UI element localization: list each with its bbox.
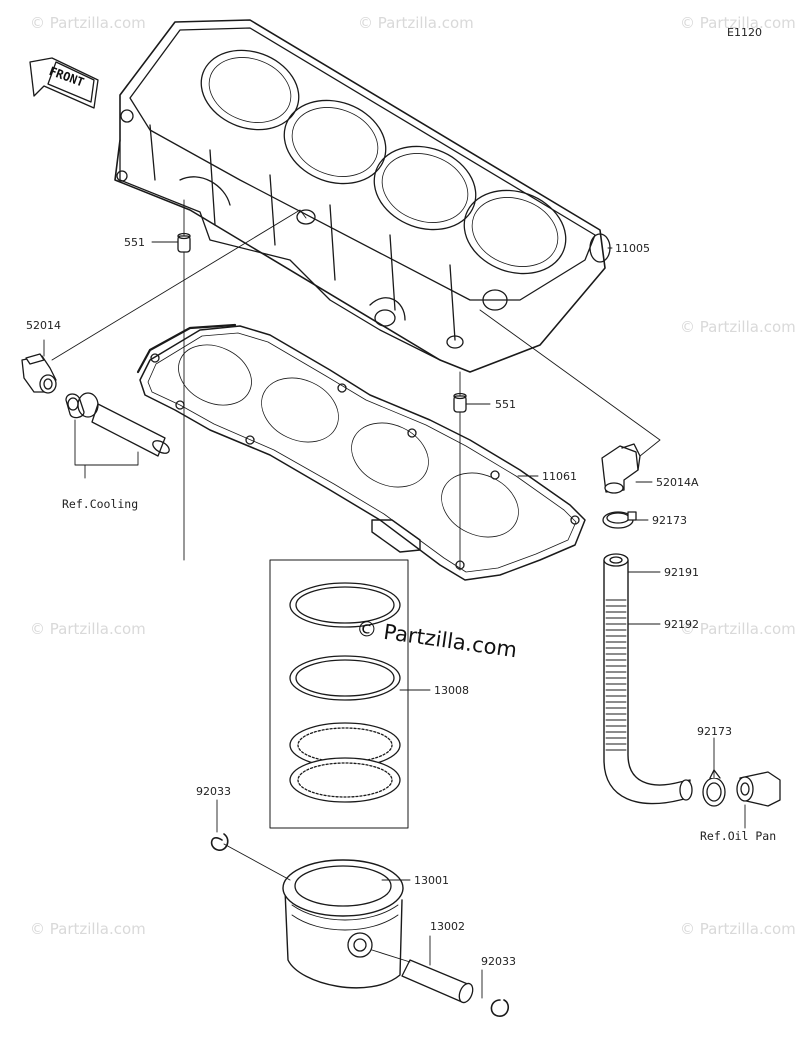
front-arrow-icon	[29, 57, 99, 109]
ring-set-box	[269, 559, 409, 829]
fitting-52014a	[601, 443, 641, 494]
watermark-top-center: © Partzilla.com	[358, 14, 474, 32]
part-label-13002[interactable]: 13002	[430, 920, 465, 933]
diagram-code: E1120	[727, 26, 762, 39]
piston-pin	[401, 959, 474, 1004]
hose-clamp-92173-top	[602, 511, 637, 529]
part-label-551-top[interactable]: 551	[124, 236, 145, 249]
part-label-13001[interactable]: 13001	[414, 874, 449, 887]
piston	[282, 859, 404, 989]
part-label-92192[interactable]: 92192	[664, 618, 699, 631]
ref-oil-pan-label: Ref.Oil Pan	[700, 829, 777, 843]
cooling-hose	[65, 392, 170, 457]
part-label-92033-lower[interactable]: 92033	[481, 955, 516, 968]
part-label-92173-top[interactable]: 92173	[652, 514, 687, 527]
part-label-92191[interactable]: 92191	[664, 566, 699, 579]
part-label-52014[interactable]: 52014	[26, 319, 61, 332]
part-label-92033-upper[interactable]: 92033	[196, 785, 231, 798]
oil-hose	[603, 553, 693, 805]
part-label-11005[interactable]: 11005	[615, 242, 650, 255]
part-label-11061[interactable]: 11061	[542, 470, 577, 483]
oil-pan-fitting	[736, 771, 781, 807]
circlip-92033-upper	[210, 833, 229, 851]
part-label-52014a[interactable]: 52014A	[656, 476, 699, 489]
watermark-mid-right-2: © Partzilla.com	[680, 620, 796, 638]
oil-ring-bottom	[289, 757, 401, 803]
watermark-mid-left: © Partzilla.com	[30, 620, 146, 638]
watermark-top-left: © Partzilla.com	[30, 14, 146, 32]
part-label-551-mid[interactable]: 551	[495, 398, 516, 411]
piston-ring-second	[289, 655, 401, 701]
piston-ring-top	[289, 582, 401, 628]
watermark-bottom-right: © Partzilla.com	[680, 920, 796, 938]
circlip-92033-lower	[490, 999, 510, 1017]
leader-lines	[43, 199, 715, 999]
cylinder-gasket	[136, 323, 586, 581]
watermark-top-right: © Partzilla.com	[680, 14, 796, 32]
watermark-bottom-left: © Partzilla.com	[30, 920, 146, 938]
part-label-13008[interactable]: 13008	[434, 684, 469, 697]
cylinder-block	[114, 19, 611, 373]
watermark-mid-right: © Partzilla.com	[680, 318, 796, 336]
fitting-52014	[21, 353, 57, 394]
ref-cooling-label: Ref.Cooling	[62, 497, 139, 511]
part-label-92173-lower[interactable]: 92173	[697, 725, 732, 738]
